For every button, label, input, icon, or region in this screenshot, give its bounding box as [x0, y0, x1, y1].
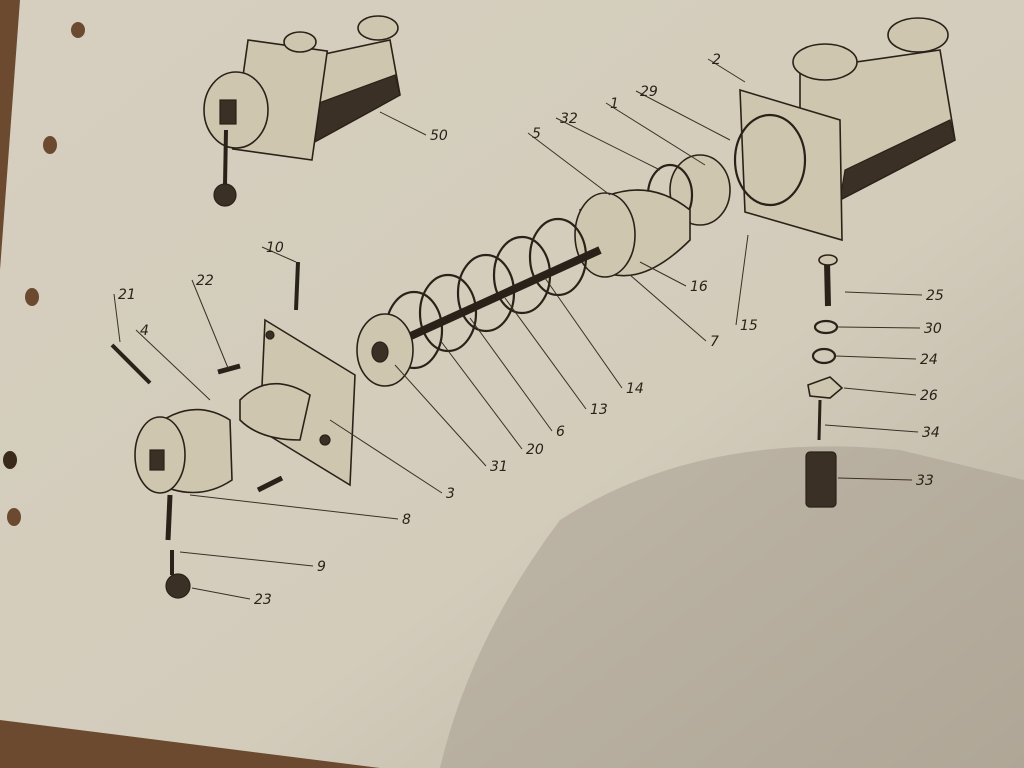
main-cylinder-body-part [733, 17, 956, 242]
leader-line [635, 90, 731, 141]
leader-line [527, 132, 611, 196]
leader-line [504, 297, 587, 410]
part-label-16: 16 [690, 279, 708, 295]
leader-line [191, 587, 251, 600]
part-label-10: 10 [266, 240, 284, 256]
leader-line [824, 424, 919, 433]
part-label-4: 4 [140, 323, 149, 339]
part-label-13: 13 [590, 402, 608, 418]
part-label-31: 31 [490, 459, 508, 475]
assembled-cylinder-part [203, 15, 401, 207]
part-label-6: 6 [556, 424, 565, 440]
cover-and-lever-part [110, 261, 356, 599]
leader-line [179, 551, 314, 567]
part-label-1: 1 [610, 96, 619, 112]
leader-line [835, 355, 917, 360]
part-label-5: 5 [532, 126, 541, 142]
leader-line [605, 102, 706, 166]
part-label-29: 29 [640, 84, 658, 100]
part-label-21: 21 [118, 287, 136, 303]
part-label-50: 50 [430, 128, 448, 144]
part-label-14: 14 [626, 381, 644, 397]
leader-line [469, 317, 553, 432]
leader-line [379, 111, 427, 136]
piston-and-springs-part [356, 154, 731, 387]
leader-line [394, 364, 487, 467]
leader-line [135, 329, 211, 401]
part-label-15: 15 [740, 318, 758, 334]
part-label-7: 7 [710, 334, 719, 350]
part-label-26: 26 [920, 388, 938, 404]
punch-holes [3, 22, 85, 526]
leader-line [837, 477, 913, 481]
part-label-9: 9 [317, 559, 326, 575]
part-label-30: 30 [924, 321, 942, 337]
part-label-23: 23 [254, 592, 272, 608]
part-label-20: 20 [526, 442, 544, 458]
part-label-22: 22 [196, 273, 214, 289]
leader-line [844, 291, 923, 296]
leader-line [639, 261, 687, 287]
part-label-32: 32 [560, 111, 578, 127]
leader-line [735, 234, 749, 326]
leader-line [555, 117, 661, 171]
bleeder-parts [805, 254, 844, 508]
part-label-2: 2 [712, 52, 721, 68]
leader-line [329, 419, 443, 494]
leader-line [843, 387, 917, 396]
part-label-8: 8 [402, 512, 411, 528]
part-label-25: 25 [926, 288, 944, 304]
leader-line [707, 58, 746, 83]
leader-line [191, 279, 229, 369]
leader-line [544, 277, 623, 389]
shadow [440, 446, 1024, 768]
leader-line [189, 494, 399, 520]
leader-line [439, 339, 523, 450]
part-labels: 50 2 29 1 32 5 16 7 15 25 30 24 26 34 33 10 21 22 4 3 31 20 6 1… [113, 52, 944, 608]
part-label-33: 33 [916, 473, 934, 489]
leader-line [113, 293, 121, 343]
part-label-3: 3 [446, 486, 455, 502]
part-label-34: 34 [922, 425, 940, 441]
leader-line [837, 326, 921, 329]
leader-line [261, 246, 297, 263]
leader-line [629, 274, 707, 342]
part-label-24: 24 [920, 352, 938, 368]
